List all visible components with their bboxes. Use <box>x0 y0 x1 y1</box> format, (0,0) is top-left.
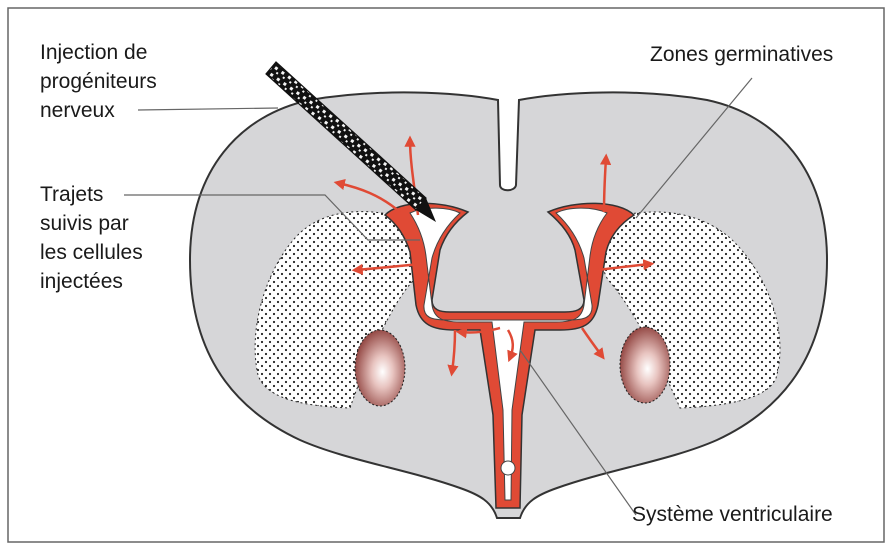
label-trajets-line2: suivis par <box>40 209 143 238</box>
label-trajets-line4: injectées <box>40 267 143 296</box>
right-nucleus <box>620 327 670 403</box>
label-trajets: Trajets suivis par les cellules injectée… <box>40 180 143 296</box>
label-trajets-line1: Trajets <box>40 180 143 209</box>
label-injection-line2: progéniteurs <box>40 67 157 96</box>
label-zones-germinatives: Zones germinatives <box>650 40 833 69</box>
label-systeme-ventriculaire: Système ventriculaire <box>632 500 833 529</box>
central-canal-bead <box>501 461 515 475</box>
label-trajets-line3: les cellules <box>40 238 143 267</box>
label-injection-line3: nerveux <box>40 96 157 125</box>
left-nucleus <box>355 330 405 406</box>
label-injection-line1: Injection de <box>40 38 157 67</box>
label-injection: Injection de progéniteurs nerveux <box>40 38 157 125</box>
